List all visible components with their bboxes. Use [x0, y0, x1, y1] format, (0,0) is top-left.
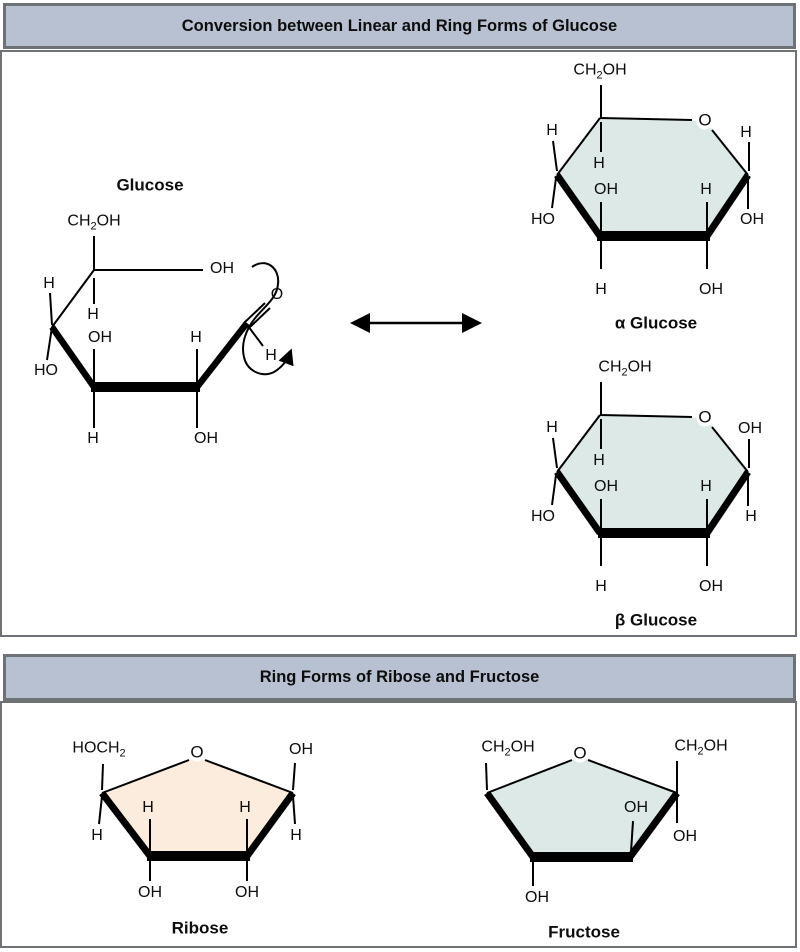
panel2-title: Ring Forms of Ribose and Fructose: [259, 668, 540, 686]
panel1-body: [0, 50, 797, 637]
panel2-body: [0, 701, 797, 948]
panel2-header: Ring Forms of Ribose and Fructose: [3, 654, 796, 701]
panel1-title: Conversion between Linear and Ring Forms…: [181, 16, 618, 35]
panel1-header: Conversion between Linear and Ring Forms…: [3, 3, 796, 49]
